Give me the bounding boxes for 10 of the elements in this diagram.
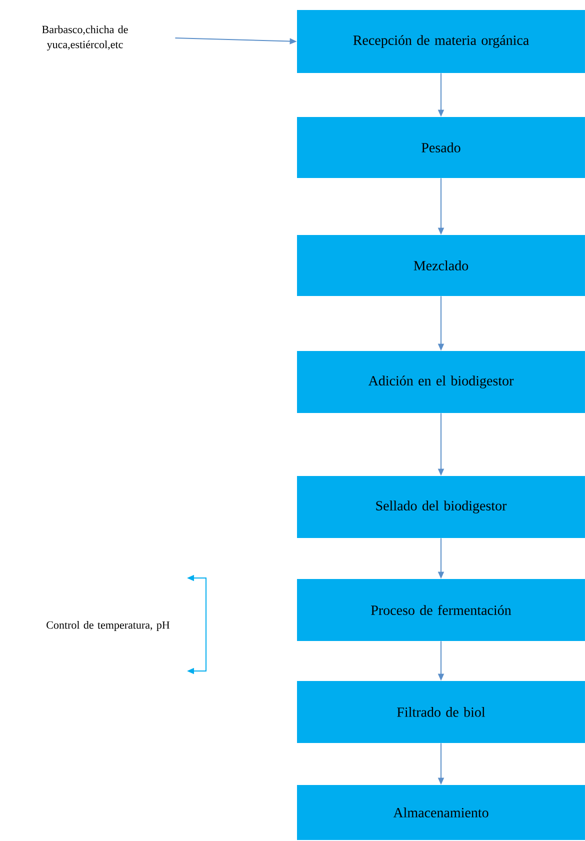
process-box: Mezclado	[297, 235, 585, 296]
process-box: Sellado del biodigestor	[297, 476, 585, 538]
process-box: Proceso de fermentación	[297, 579, 585, 641]
process-box: Filtrado de biol	[297, 681, 585, 743]
process-box: Almacenamiento	[297, 785, 585, 840]
process-box: Pesado	[297, 117, 585, 178]
note-text: Control de temperatura, pH	[46, 621, 170, 631]
input-text: Barbasco,chicha de yuca,estiércol,etc	[42, 26, 128, 50]
process-box: Adición en el biodigestor	[297, 351, 585, 413]
process-box: Recepción de materia orgánica	[297, 10, 585, 73]
